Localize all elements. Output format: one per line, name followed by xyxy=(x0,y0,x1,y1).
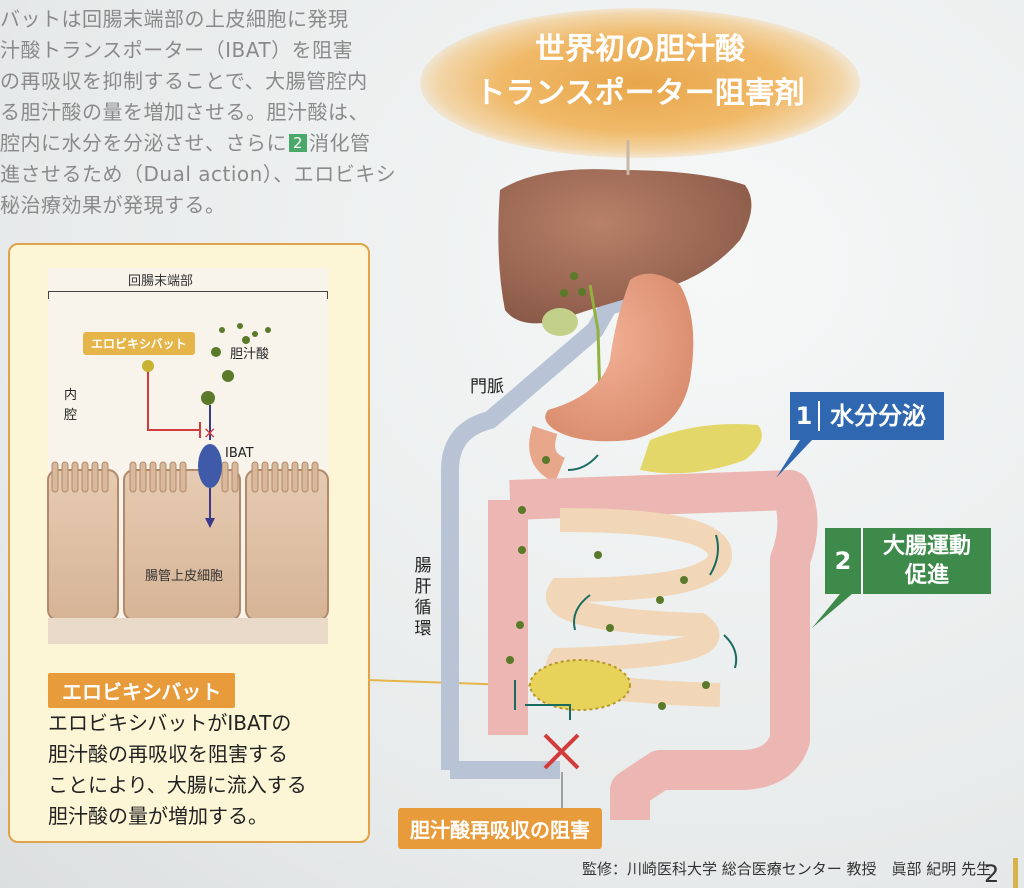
intro-line: バットは回腸末端部の上皮細胞に発現 xyxy=(0,7,349,31)
intro-line: る胆汁酸の量を増加させる。胆汁酸は、 xyxy=(0,100,369,124)
desc-line: 胆汁酸の量が増加する。 xyxy=(48,804,268,828)
intro-paragraph: バットは回腸末端部の上皮細胞に発現 汁酸トランスポーター（IBAT）を阻害 の再… xyxy=(0,4,400,221)
step-2-badge: 2 xyxy=(289,134,308,152)
ileum-highlight xyxy=(529,659,631,711)
epithelial-cells xyxy=(47,461,329,644)
enterohepatic-char: 循 xyxy=(414,598,432,618)
ileum-end-label: 回腸末端部 xyxy=(128,274,194,289)
lumen-label-1: 内 xyxy=(64,388,78,403)
enterohepatic-char: 環 xyxy=(414,619,432,639)
bile-duct xyxy=(588,284,602,401)
callout-motility: 2 大腸運動 促進 xyxy=(825,528,991,594)
stomach xyxy=(545,273,694,442)
enterohepatic-char: 腸 xyxy=(414,556,432,576)
reabsorption-inhibition-label: 胆汁酸再吸収の阻害 xyxy=(398,808,602,849)
callout-2-number: 2 xyxy=(825,528,863,594)
desc-line: エロビキシバットがIBATの xyxy=(48,711,292,735)
callout-1-text: 水分分泌 xyxy=(830,402,926,430)
blocked-x-icon xyxy=(543,733,580,770)
large-intestine xyxy=(509,470,818,820)
intro-line: の再吸収を抑制することで、大腸管腔内 xyxy=(0,69,368,93)
pancreas xyxy=(640,424,762,474)
callout-1-pointer xyxy=(776,440,812,478)
intro-line-text: 消化管 xyxy=(309,131,371,155)
desc-line: ことにより、大腸に流入する xyxy=(48,773,307,797)
intro-line: 汁酸トランスポーター（IBAT）を阻害 xyxy=(0,38,354,62)
headline-banner: 世界初の胆汁酸 トランスポーター阻害剤 xyxy=(420,28,860,116)
drug-molecule-icon xyxy=(142,360,154,372)
enterohepatic-char: 肝 xyxy=(414,577,432,597)
inhibition-x-icon: × xyxy=(203,423,216,442)
epithelial-cell-label: 腸管上皮細胞 xyxy=(145,569,224,584)
drug-title: エロビキシバット xyxy=(48,673,236,708)
liver xyxy=(498,169,752,324)
page-number: 2 xyxy=(984,860,1000,888)
intro-line: 秘治療効果が発現する。 xyxy=(0,193,226,217)
enterohepatic-label: 腸 肝 循 環 xyxy=(414,556,432,640)
ileum-bracket-right xyxy=(327,291,328,299)
flow-arrows xyxy=(514,454,738,720)
drug-description: エロビキシバットがIBATの 胆汁酸の再吸収を阻害する ことにより、大腸に流入す… xyxy=(48,708,348,832)
ibat-label: IBAT xyxy=(225,446,254,461)
gallbladder xyxy=(542,308,578,336)
callout-1-number: 1 xyxy=(790,401,820,431)
circulation-arrow xyxy=(441,295,620,770)
callout-2-text: 大腸運動 促進 xyxy=(863,532,991,590)
ileum-bracket-left xyxy=(48,291,49,299)
duodenum xyxy=(529,425,566,483)
banner-glow xyxy=(420,8,860,158)
headline-line-2: トランスポーター阻害剤 xyxy=(475,76,805,111)
callout-2-line-2: 促進 xyxy=(904,563,949,588)
inhibition-line xyxy=(147,370,200,431)
ileum-bracket xyxy=(48,291,328,292)
bile-acid-label: 胆汁酸 xyxy=(230,347,270,362)
intro-line: 進させるため（Dual action）、エロビキシ xyxy=(0,162,397,186)
desc-line: 胆汁酸の再吸収を阻害する xyxy=(48,742,288,766)
supervisor-credit: 監修：川崎医科大学 総合医療センター 教授 眞部 紀明 先生 xyxy=(582,860,992,878)
transport-arrowhead xyxy=(205,518,215,528)
portal-vein-label: 門脈 xyxy=(470,377,504,397)
bile-acid-molecules xyxy=(201,323,271,405)
page-marker xyxy=(1013,858,1018,888)
bile-acid-dots xyxy=(506,272,710,710)
ibat-transporter-icon xyxy=(198,444,222,488)
intro-line-text: 腔内に水分を分泌させ、さらに xyxy=(0,131,287,155)
callout-2-pointer xyxy=(812,594,852,628)
drug-tag: エロビキシバット xyxy=(83,332,195,355)
headline-line-1: 世界初の胆汁酸 xyxy=(535,32,745,67)
callout-2-line-1: 大腸運動 xyxy=(882,534,971,559)
callout-water-secretion: 1 水分分泌 xyxy=(790,392,944,440)
lumen-label-2: 腔 xyxy=(64,408,78,423)
